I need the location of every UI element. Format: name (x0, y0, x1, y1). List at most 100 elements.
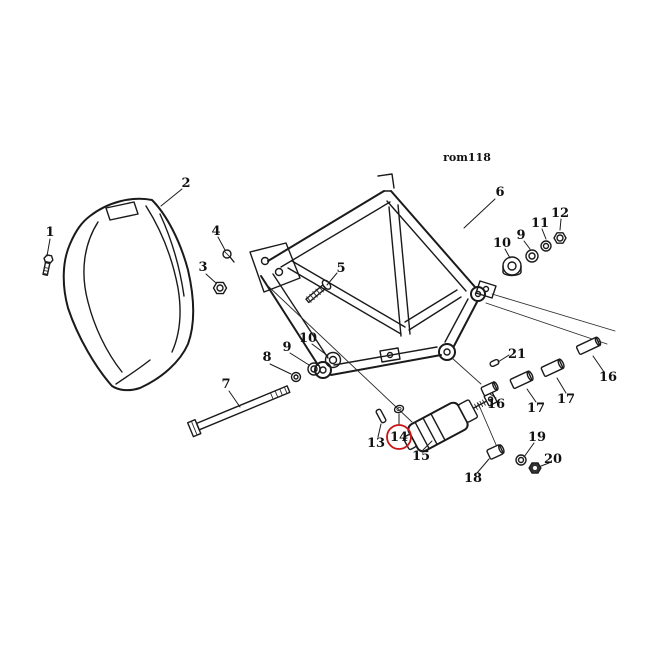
screw-5-thread (309, 293, 315, 301)
part-18-bushing (486, 444, 505, 460)
axle-7-thread (270, 392, 274, 400)
bolt-1-thread (43, 269, 49, 272)
bushing-10r-outer (502, 256, 522, 276)
screw-5-shaft (305, 284, 327, 304)
leader-19 (523, 442, 535, 458)
leader-8 (269, 363, 292, 375)
callout-9-right: 9 (516, 228, 525, 243)
leader-10-right (504, 248, 511, 259)
screw-5-thread (306, 296, 312, 303)
part-11-washer (540, 240, 552, 252)
leader-4 (217, 236, 226, 251)
screw-5-thread (315, 288, 321, 295)
callout-11: 11 (531, 216, 549, 231)
frame-center-member-left (388, 206, 402, 337)
frame-left-upper-inner (280, 201, 391, 268)
part-16-upper-tube (575, 336, 602, 355)
leader-lines (46, 188, 605, 474)
frame-right-upper-outer (390, 190, 476, 288)
shock-rib (430, 413, 446, 441)
part-2-fender (62, 197, 195, 392)
fender-contour-front (83, 221, 123, 373)
callout-4: 4 (211, 224, 220, 239)
screw-5-thread (312, 291, 318, 298)
part-16-lower-tube (480, 381, 499, 397)
leader-6 (463, 198, 496, 229)
leader-16-upper (592, 355, 605, 373)
oring-14-inner (396, 407, 402, 411)
frame-left-lower-inner (272, 273, 329, 359)
frame-bottom-bracket (379, 347, 401, 363)
leader-1 (46, 238, 51, 257)
part-14-oring (393, 404, 405, 414)
part-9-left-washer (307, 362, 321, 376)
part-3-nut (212, 281, 228, 295)
leader-11 (541, 228, 547, 240)
fender-outline (62, 197, 195, 392)
frame-right-diag-lower (408, 296, 462, 331)
leader-2 (160, 188, 183, 207)
frame-left-lower-outer (260, 275, 319, 366)
part-13-pin (375, 408, 387, 424)
oring-14-outer (393, 404, 405, 414)
callout-7: 7 (221, 377, 230, 392)
frame-boss-bottom-right-hole (443, 348, 451, 356)
callout-15: 15 (412, 449, 430, 464)
part-19-washer (515, 454, 527, 466)
axle-7-head-facet (190, 420, 198, 436)
part-1-bolt (42, 254, 54, 276)
part-20-nut (528, 462, 542, 474)
washer-19-inner (517, 456, 525, 464)
bolt-1-thread (43, 266, 50, 269)
callouts: 1 2 3 4 5 6 7 8 9 10 10 9 11 12 13 14 15… (45, 176, 617, 486)
fender-bottom-edge (115, 359, 151, 385)
frame-bottom-outer (330, 354, 442, 376)
tube-16l-end (492, 381, 499, 391)
part-5-screw (305, 279, 332, 304)
callout-13: 13 (367, 436, 385, 451)
frame-right-tab-hole (482, 285, 490, 293)
pivot-axis-line-upper (491, 293, 616, 332)
bolt-1-thread (42, 272, 49, 275)
callout-10-left: 10 (299, 331, 317, 346)
part-17-upper-tube (540, 358, 565, 377)
leader-20 (540, 462, 550, 467)
washer-8-outer (290, 371, 302, 383)
leader-18 (476, 458, 490, 474)
fender-contour-edge (159, 213, 185, 297)
callout-8: 8 (262, 350, 271, 365)
tube-17u-end (557, 358, 565, 370)
callout-21: 21 (508, 347, 526, 362)
washer-8-inner (293, 374, 299, 380)
screw-5-thread (318, 286, 324, 293)
tube-17u-body (540, 359, 564, 377)
bolt-1-shaft (42, 260, 51, 276)
spacer-10l-outer (324, 351, 342, 369)
callout-14: 14 (390, 430, 408, 445)
callout-10-right: 10 (493, 236, 511, 251)
frame-diag-brace-upper (291, 260, 406, 328)
frame-left-plate-hole-1 (260, 256, 270, 266)
leader-7 (228, 390, 241, 408)
callout-2: 2 (181, 176, 190, 191)
nut-12-hole (556, 234, 564, 242)
tube-17l-end (526, 370, 534, 382)
frame-left-plate (249, 242, 301, 293)
screw-4-head (222, 249, 232, 259)
callout-12: 12 (551, 206, 569, 221)
frame-bottom-inner (333, 346, 438, 366)
washer-11-outer (540, 240, 552, 252)
alignment-lines (267, 285, 616, 448)
nut-20-hole (533, 466, 537, 470)
part-12-nut (553, 232, 567, 244)
shock-stud-thread (479, 400, 484, 408)
shock-stud-thread (482, 399, 486, 406)
part-8-washer (290, 371, 302, 383)
axle-7-thread (279, 388, 283, 396)
leader-17-lower (526, 388, 537, 403)
frame-left-plate-hole-2 (274, 267, 284, 277)
callout-1: 1 (45, 225, 54, 240)
nut-12-hex (553, 232, 567, 244)
